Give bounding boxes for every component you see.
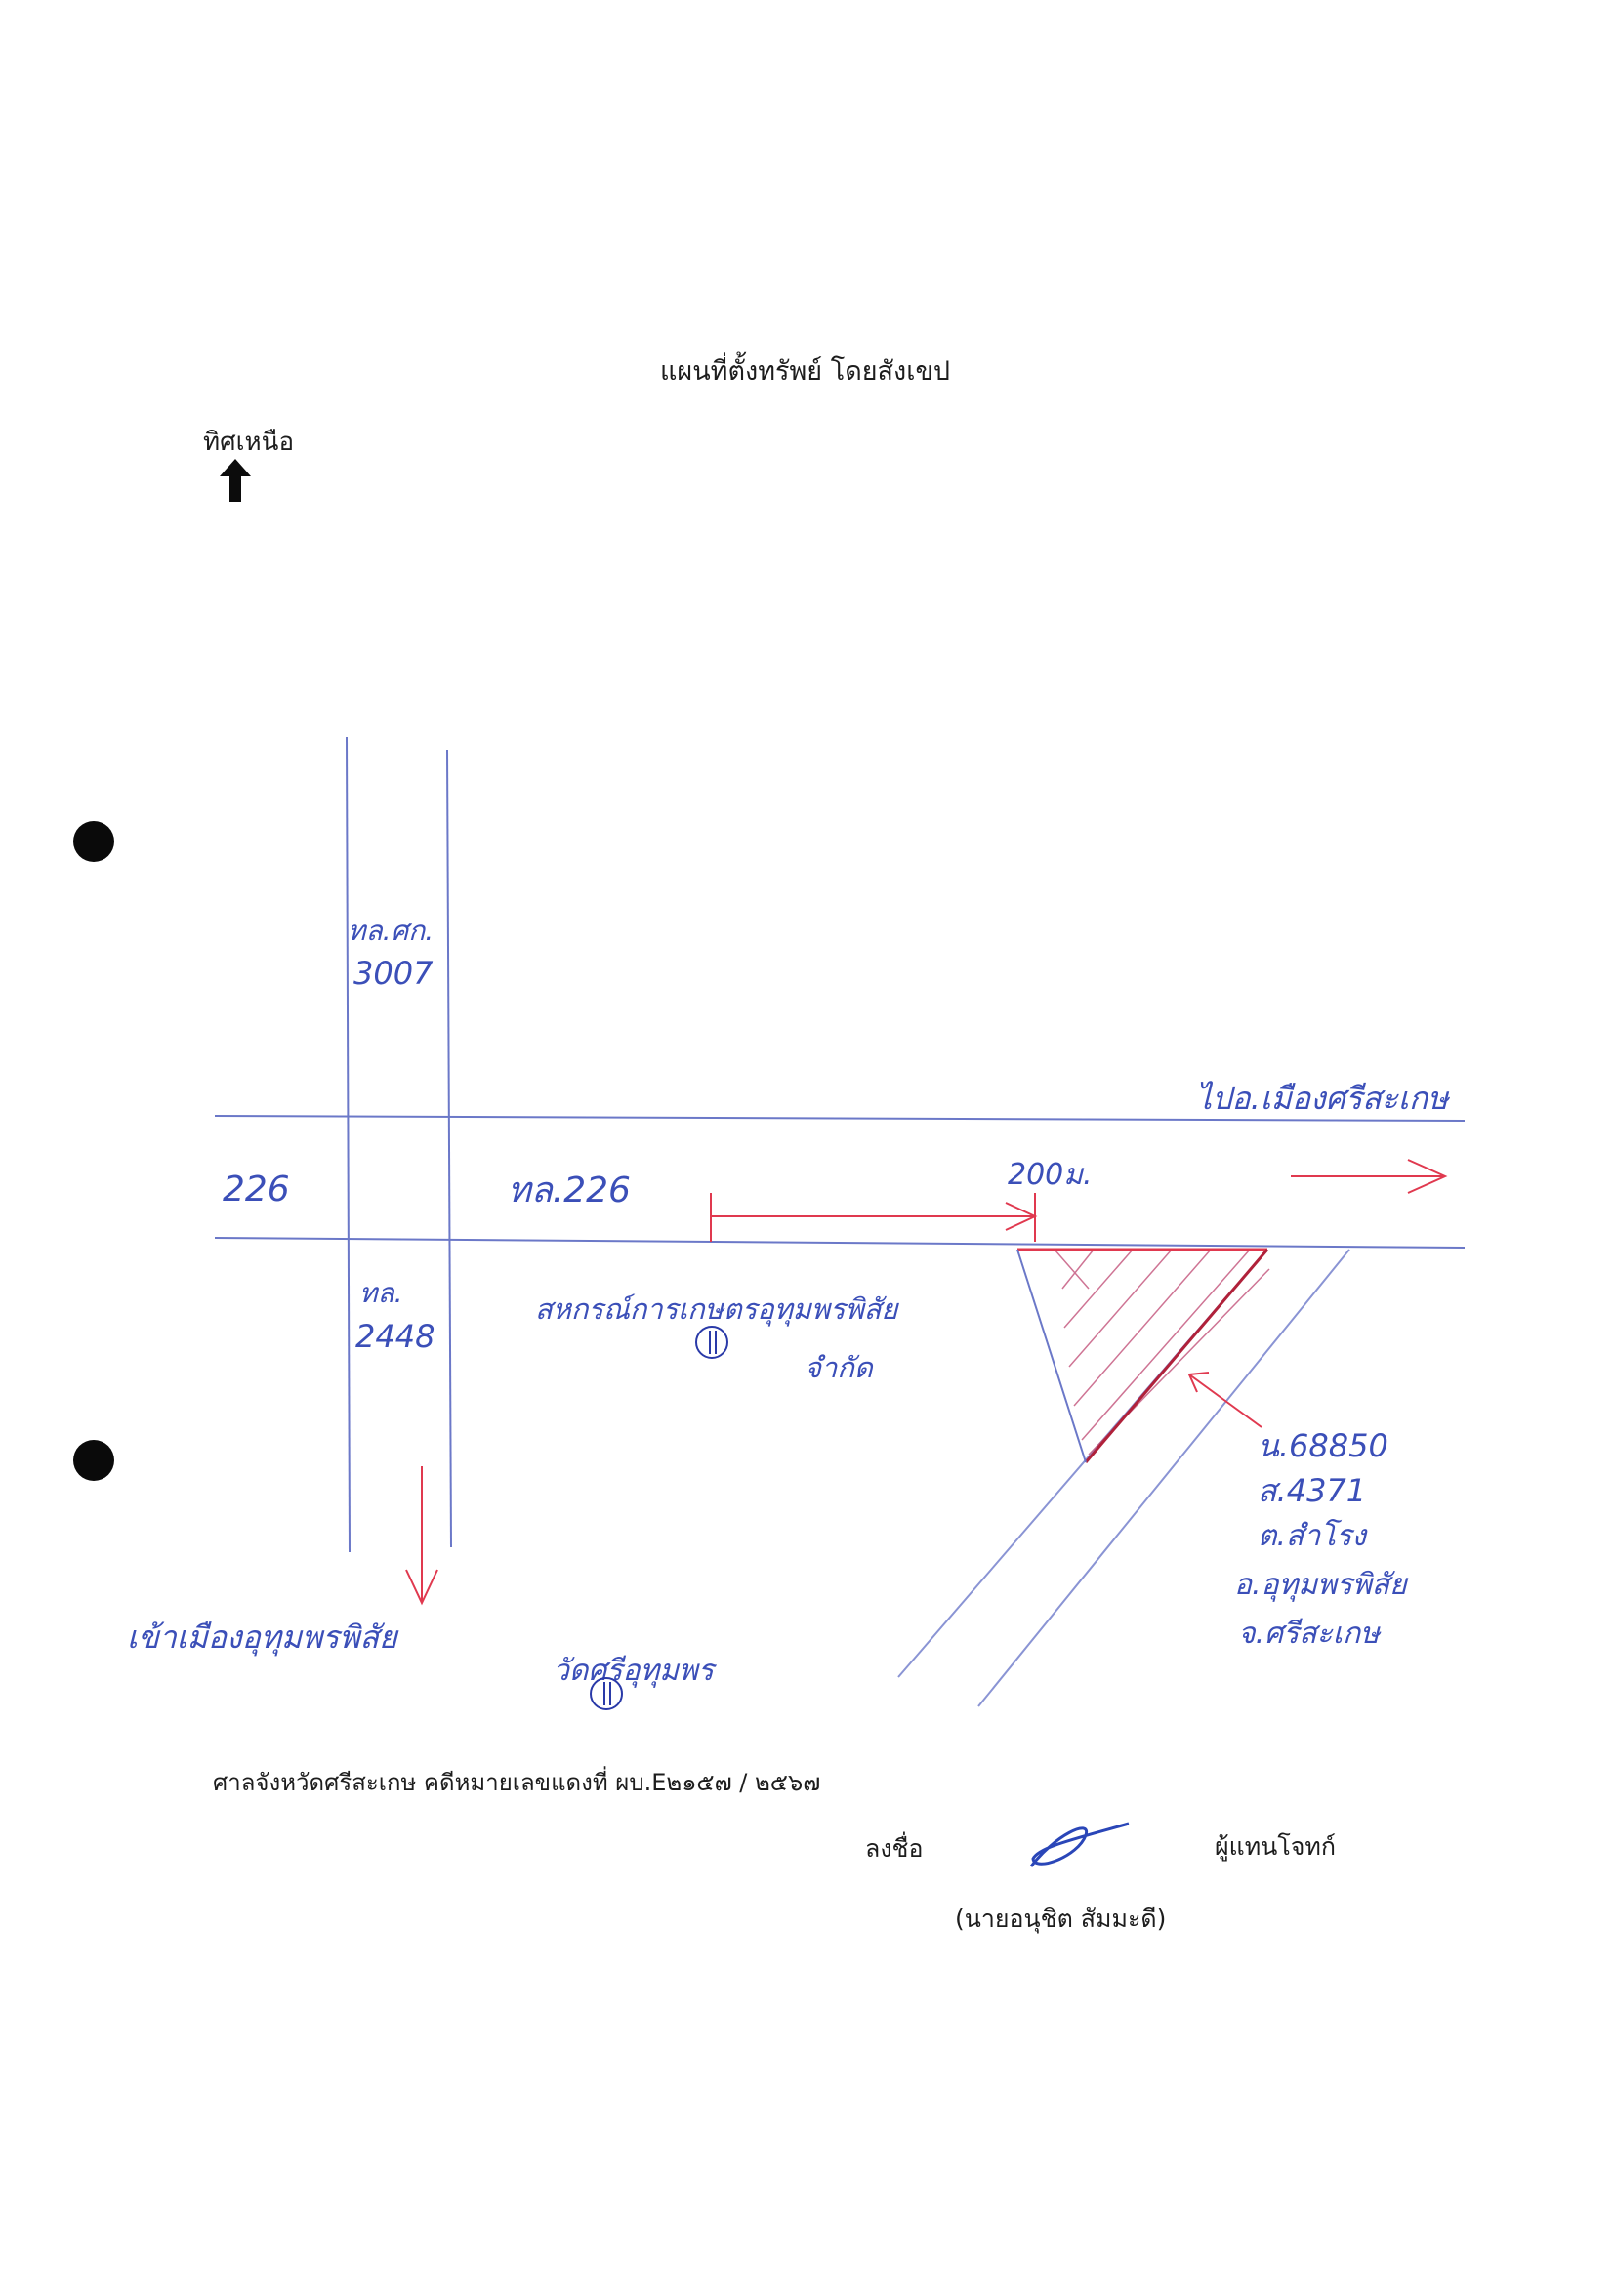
sign-label: ลงชื่อ (865, 1834, 924, 1863)
to-uthumphon-label: เข้าเมืองอุทุมพรพิสัย (127, 1619, 397, 1656)
parcel-line-4: อ.อุทุมพรพิสัย (1234, 1568, 1407, 1602)
road-label-2448-line1: ทล. (359, 1277, 403, 1309)
road-number-left: 226 (223, 1169, 290, 1210)
coop-label-line1: สหกรณ์การเกษตรอุทุมพรพิสัย (535, 1292, 898, 1326)
parcel-line-2: ส.4371 (1258, 1472, 1367, 1509)
north-label: ทิศเหนือ (203, 428, 295, 457)
coop-label-line2: จำกัด (805, 1351, 873, 1384)
north-arrow-icon (220, 459, 251, 502)
temple-label: วัดศรีอุทุมพร (553, 1654, 714, 1688)
signature (1029, 1822, 1130, 1867)
map-title: แผนที่ตั้งทรัพย์ โดยสังเขป (660, 356, 951, 387)
distance-arrow (710, 1193, 1038, 1242)
road-main (214, 1115, 1466, 1249)
road-label-2448-line2: 2448 (355, 1318, 435, 1355)
road-main-label: ทล.226 (508, 1170, 631, 1210)
distance-label: 200ม. (1008, 1158, 1093, 1192)
temple-symbol-icon (590, 1677, 623, 1710)
parcel-line-5: จ.ศรีสะเกษ (1238, 1617, 1380, 1651)
temple-symbol-icon (695, 1326, 728, 1359)
court-case-line: ศาลจังหวัดศรีสะเกษ คดีหมายเลขแดงที่ ผบ.E… (213, 1769, 821, 1796)
parcel-pointer-arrow (1187, 1372, 1262, 1428)
property-parcel (1016, 1248, 1270, 1463)
parcel-line-1: น.68850 (1258, 1427, 1388, 1464)
parcel-line-3: ต.สำโรง (1258, 1519, 1367, 1553)
road-vertical (346, 736, 452, 1553)
road-label-3007-line1: ทล.ศก. (348, 915, 435, 947)
road-label-3007-line2: 3007 (353, 955, 434, 992)
punch-hole-icon (73, 1440, 114, 1481)
role-label: ผู้แทนโจทก์ (1215, 1832, 1337, 1861)
signer-name: (นายอนุชิต สัมมะดี) (955, 1905, 1167, 1933)
to-sisaket-label: ไปอ.เมืองศรีสะเกษ (1196, 1080, 1449, 1117)
punch-hole-icon (73, 821, 114, 862)
to-uthumphon-arrow (405, 1466, 438, 1606)
to-sisaket-arrow (1291, 1159, 1448, 1194)
